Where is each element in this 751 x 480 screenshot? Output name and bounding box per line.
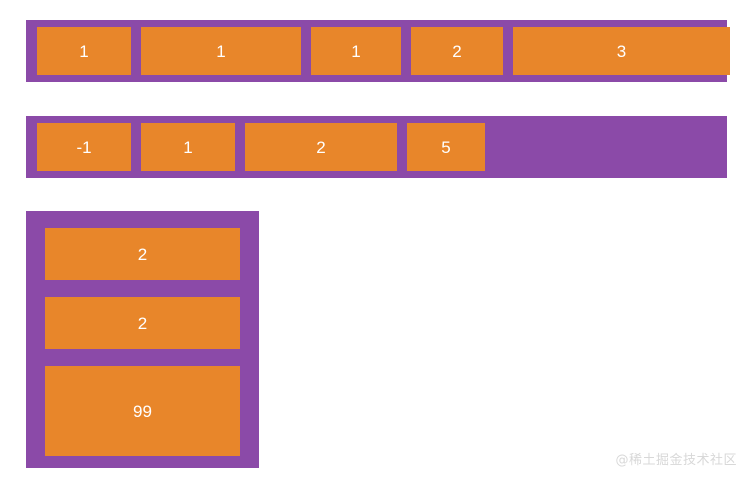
flex-item: 3 xyxy=(513,27,730,75)
flex-container-column-1: 2 2 99 xyxy=(26,211,259,468)
flex-item: 1 xyxy=(141,27,301,75)
flex-item: 2 xyxy=(45,228,240,280)
flex-item: 1 xyxy=(141,123,235,171)
flex-item: -1 xyxy=(37,123,131,171)
flex-item: 2 xyxy=(245,123,397,171)
flex-item: 2 xyxy=(45,297,240,349)
watermark-label: @稀土掘金技术社区 xyxy=(615,453,737,468)
flex-container-row-2: -1 1 2 5 xyxy=(26,116,727,178)
flex-item: 1 xyxy=(311,27,401,75)
flex-item: 1 xyxy=(37,27,131,75)
flex-item: 5 xyxy=(407,123,485,171)
flex-item: 2 xyxy=(411,27,503,75)
flex-container-row-1: 1 1 1 2 3 xyxy=(26,20,730,82)
flex-item: 99 xyxy=(45,366,240,456)
